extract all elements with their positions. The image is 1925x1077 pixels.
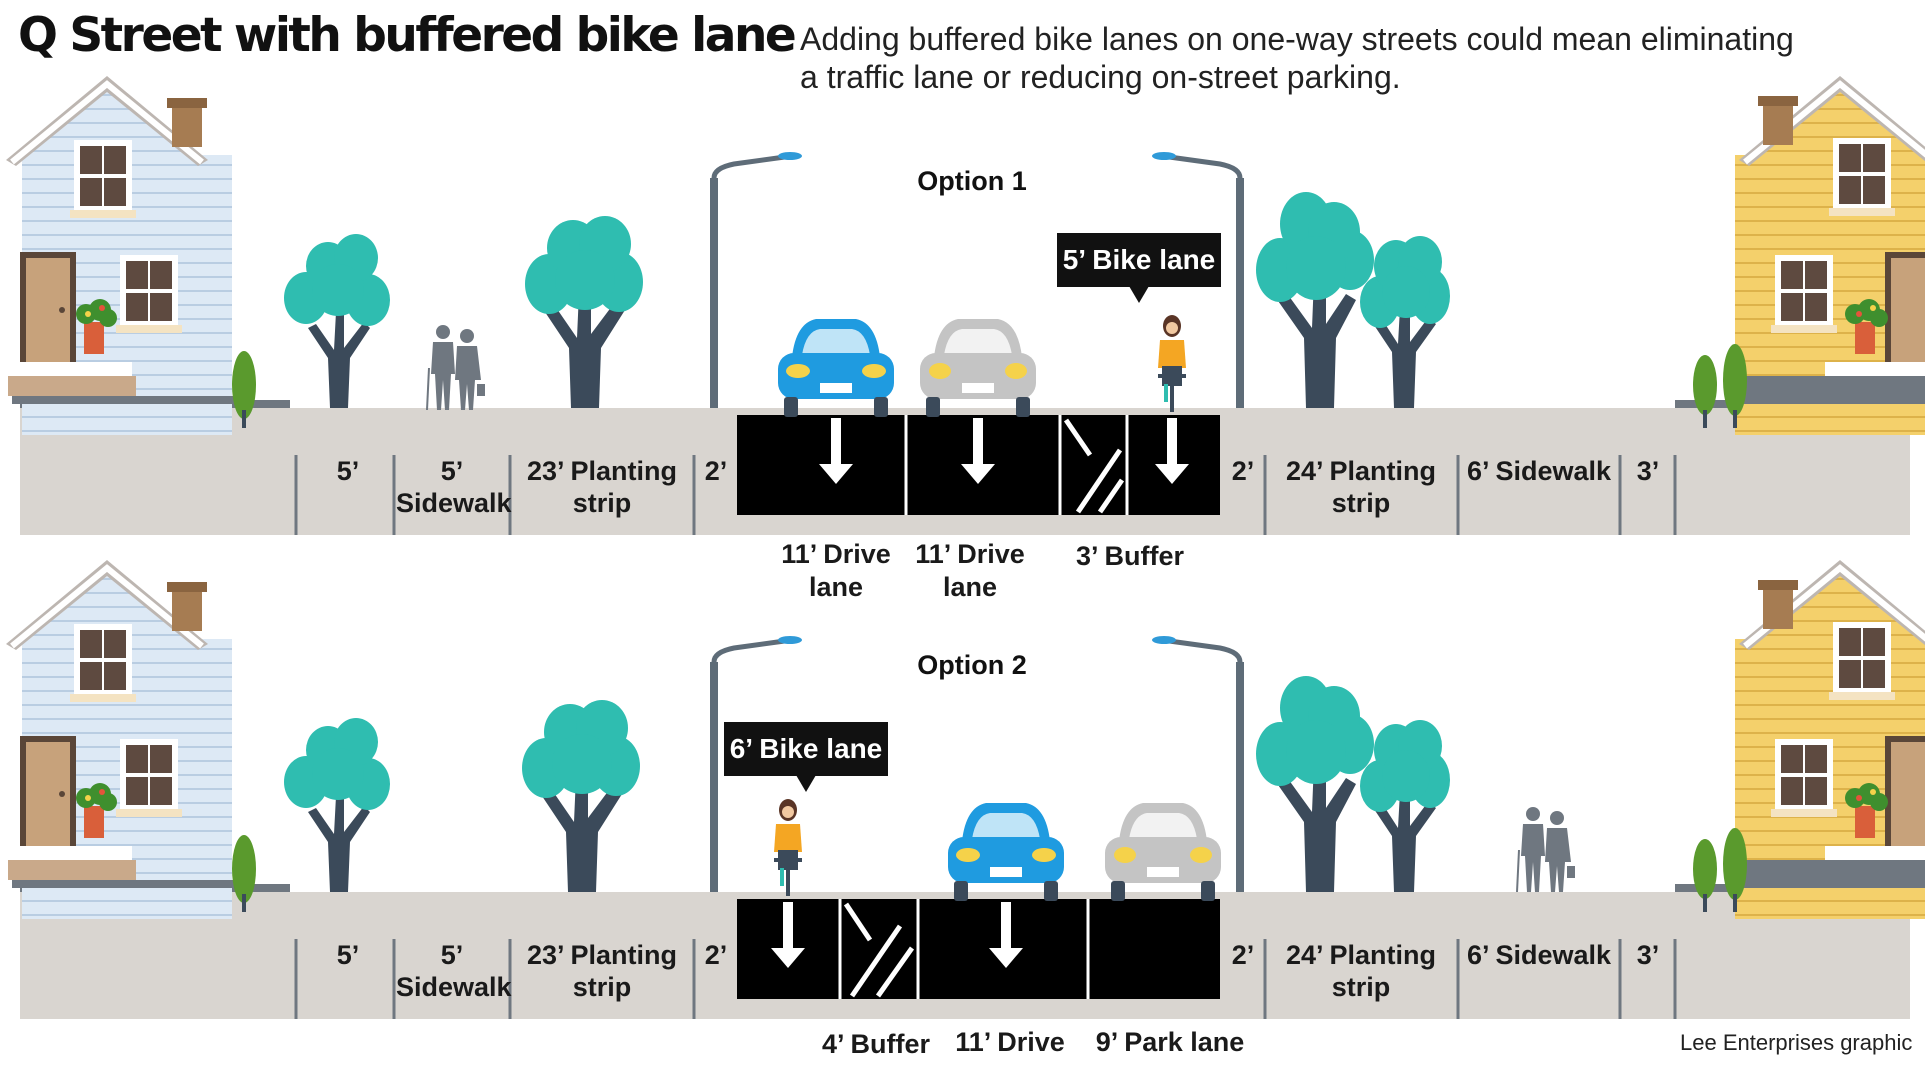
house-left-icon [6, 76, 256, 435]
option2-segment-label: 6’ Sidewalk [1466, 940, 1612, 970]
tree-icon [522, 700, 640, 892]
option1-segment-label: 2’ [704, 456, 728, 486]
option1-segment-label: 3’ [1636, 456, 1660, 486]
tree-cluster-icon [1256, 192, 1450, 408]
roadway [737, 899, 1220, 999]
option2-scene [6, 560, 1925, 1019]
option2-bike-lane-callout: 6’ Bike lane [724, 722, 888, 792]
option1-title: Option 1 [917, 166, 1027, 196]
segment-dividers [294, 939, 1677, 1019]
option2-segment-label: 2’ [1231, 940, 1255, 970]
option2-segment-label: 5’Sidewalk [396, 940, 512, 1002]
car-gray-icon [1105, 803, 1221, 901]
option1-segment-label: 5’Sidewalk [396, 456, 512, 518]
car-gray-icon [920, 319, 1036, 417]
option2-segment-label: 3’ [1636, 940, 1660, 970]
pedestrians-icon [1516, 806, 1576, 893]
option1-segment-label: 6’ Sidewalk [1466, 456, 1612, 486]
buffer-hatch [843, 902, 915, 998]
segment-dividers [294, 455, 1677, 535]
tree-cluster-icon [1256, 676, 1450, 892]
source-credit: Lee Enterprises graphic [1680, 1030, 1913, 1055]
option2-title: Option 2 [917, 650, 1027, 680]
car-blue-icon [778, 319, 894, 417]
option1-segment-label: 2’ [1231, 456, 1255, 486]
option2-segment-label: 5’ [336, 940, 360, 970]
option2-lane-label: 9’ Park lane [1095, 1027, 1245, 1057]
page-title: Q Street with buffered bike lane [18, 8, 797, 63]
option1-scene [6, 76, 1925, 535]
tree-icon [284, 234, 390, 408]
pedestrians-icon [426, 324, 486, 411]
option1-segment-label: 5’ [336, 456, 360, 486]
house-right-icon [1693, 76, 1925, 435]
tree-icon [525, 216, 643, 408]
option2-lane-label: 11’ Drive [955, 1027, 1065, 1057]
house-right-icon [1693, 560, 1925, 919]
option1-bike-lane-callout: 5’ Bike lane [1057, 233, 1221, 303]
car-blue-icon [948, 803, 1064, 901]
tree-icon [284, 718, 390, 892]
house-left-icon [6, 560, 256, 919]
option1-lane-label: 3’ Buffer [1075, 541, 1185, 571]
option2-segment-label: 2’ [704, 940, 728, 970]
cyclist-icon [774, 799, 802, 896]
option2-lane-label: 4’ Buffer [821, 1029, 931, 1059]
buffer-hatch [1063, 418, 1125, 514]
cyclist-icon [1158, 315, 1186, 412]
page-subtitle: Adding buffered bike lanes on one-way st… [800, 21, 1794, 95]
